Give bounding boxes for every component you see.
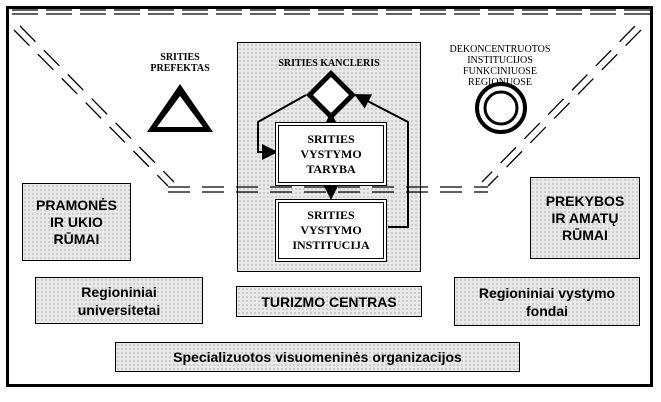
prefect-triangle-icon: [147, 84, 213, 132]
trade-chamber-box: PREKYBOS IR AMATŲ RŪMAI: [530, 177, 640, 259]
arrow-chancellor-to-council: [257, 94, 307, 160]
regional-development-council-box: SRITIES VYSTYMO TARYBA: [275, 122, 387, 186]
council-text: SRITIES VYSTYMO TARYBA: [300, 131, 362, 176]
institutions-label: DEKONCENTRUOTOS INSTITUCIJOS FUNKCINIUOS…: [449, 44, 551, 88]
arrow-institution-to-chancellor: [354, 94, 409, 228]
horizontal-dashed-line: [168, 186, 488, 193]
chancellor-diamond-icon: [306, 70, 356, 120]
regional-universities-box: Regioniniai universitetai: [35, 277, 203, 324]
trade-chamber-text: PREKYBOS IR AMATŲ RŪMAI: [545, 192, 625, 243]
institutions-circle-icon: [475, 82, 527, 134]
funds-text: Regioniniai vystymo fondai: [478, 284, 616, 319]
right-diagonal-dashed-line: [481, 25, 642, 187]
regional-development-institution-box: SRITIES VYSTYMO INSTITUCIJA: [275, 199, 387, 262]
prefect-label: SRITIES PREFEKTAS: [150, 52, 210, 74]
tourism-text: TURIZMO CENTRAS: [261, 293, 397, 310]
regional-development-funds-box: Regioniniai vystymo fondai: [454, 277, 640, 326]
institution-text: SRITIES VYSTYMO INSTITUCIJA: [292, 208, 370, 252]
industry-chamber-box: PRAMONĖS IR UKIO RŪMAI: [22, 183, 131, 261]
tourism-center-box: TURIZMO CENTRAS: [236, 286, 422, 317]
universities-text: Regioniniai universitetai: [77, 283, 161, 318]
chancellor-label: SRITIES KANCLERIS: [278, 58, 380, 69]
organizations-text: Specializuotos visuomeninės organizacijo…: [173, 349, 462, 365]
specialized-organizations-box: Specializuotos visuomeninės organizacijo…: [115, 342, 520, 372]
top-dashed-line: [12, 9, 650, 15]
diagram-frame: [6, 6, 653, 387]
industry-chamber-text: PRAMONĖS IR UKIO RŪMAI: [36, 196, 117, 247]
left-diagonal-dashed-line: [13, 25, 175, 187]
